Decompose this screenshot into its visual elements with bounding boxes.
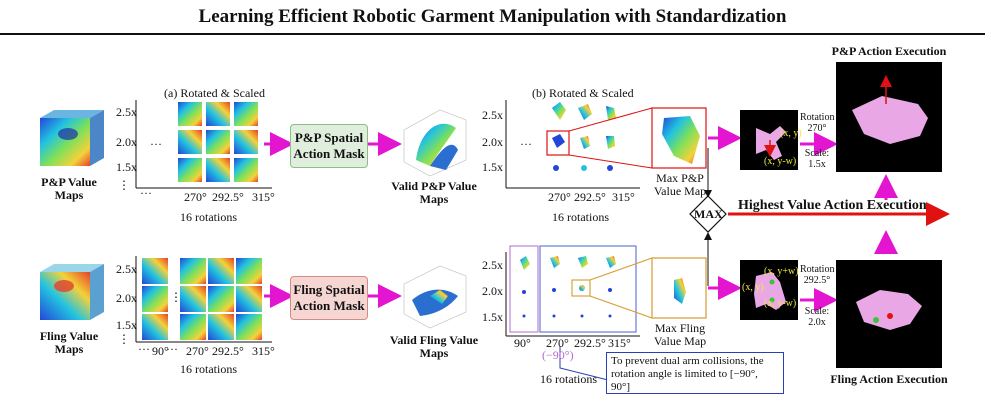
fling-xyw1-label: (x, y+w) (764, 266, 799, 277)
header: Learning Efficient Robotic Garment Manip… (0, 0, 985, 36)
pp-b-angle-270: 270° (548, 190, 571, 204)
pp-masked-axes (505, 100, 640, 189)
pp-angle-2925: 292.5° (212, 190, 244, 204)
pp-b-scale-25: 2.5x (482, 108, 503, 122)
title-rule (0, 33, 985, 35)
pp-scale-label: Scale:1.5x (804, 148, 830, 170)
pp-angle-315: 315° (252, 190, 275, 204)
fling-b-angle-315: 315° (608, 336, 631, 350)
zoom-line-bottom (568, 154, 653, 169)
pp-heatmap-grid (178, 102, 258, 182)
pp-b-angle-315: 315° (612, 190, 635, 204)
pp-vdots: ⋮ (118, 178, 130, 192)
valid-fling-surface (403, 265, 467, 329)
fling-angle-90: 90° (152, 344, 169, 358)
highest-label: Highest Value Action Execution (738, 198, 927, 213)
zoom-line-fling-bottom (589, 295, 653, 319)
fling-cloth (754, 272, 786, 310)
fling-b-angle-270: 270° (546, 336, 569, 350)
fling-masked-grid (520, 256, 616, 318)
fling-angle-315: 315° (252, 344, 275, 358)
fling-masked-axes (505, 252, 640, 337)
max-label: MAX (694, 207, 723, 221)
pp-cloth (756, 126, 786, 160)
max-pp-map-shape (662, 116, 700, 164)
fling-b-scale-25: 2.5x (482, 258, 503, 272)
pp-scale-20: 2.0x (116, 135, 137, 149)
pp-exec-title: P&P Action Execution (831, 44, 947, 58)
fling-b-scale-15: 1.5x (482, 310, 503, 324)
fling-exec-title: Fling Action Execution (830, 372, 948, 386)
fling-grid-axes (135, 256, 272, 343)
pp-b-scale-15: 1.5x (482, 160, 503, 174)
pp-xyw-label: (x, y-w) (764, 156, 797, 167)
max-pp-map-label: Max P&P Value Map (653, 171, 707, 198)
pp-rotations: 16 rotations (180, 210, 237, 224)
pp-rotated-scaled-b: (b) Rotated & Scaled (532, 86, 634, 100)
pp-b-angle-2925: 292.5° (574, 190, 606, 204)
pp-scale-15: 1.5x (116, 160, 137, 174)
fling-rotations: 16 rotations (180, 362, 237, 376)
fling-value-cube (40, 264, 104, 320)
fling-col-270-box (539, 245, 637, 333)
fling-angle-2925: 292.5° (212, 344, 244, 358)
pp-value-cube (40, 110, 104, 166)
fling-scale-15: 1.5x (116, 318, 137, 332)
fling-xyw2-label: (x, y-w) (764, 298, 797, 309)
pp-b-scale-20: 2.0x (482, 135, 503, 149)
max-fling-map-shape (674, 278, 686, 304)
valid-pp-surface (403, 109, 467, 177)
fling-scale-20: 2.0x (116, 291, 137, 305)
fling-xy-label: (x, y) (742, 282, 764, 293)
fling-b-angle-90: 90° (514, 336, 531, 350)
fling-value-maps-label: Fling Value Maps (39, 329, 99, 356)
valid-fling-label: Valid Fling Value Maps (389, 333, 479, 360)
pp-masked-grid (546, 102, 616, 171)
pp-ellipsis: ··· (150, 137, 162, 151)
fling-scale-label: Scale:2.0x (804, 306, 830, 328)
page-title: Learning Efficient Robotic Garment Manip… (198, 6, 787, 27)
pp-scale-25: 2.5x (116, 105, 137, 119)
fling-col-90-box (509, 245, 539, 333)
fling-vdots: ⋮ (118, 332, 130, 346)
fling-b-rotations: 16 rotations (540, 372, 597, 386)
fling-b-angle-2925: 292.5° (574, 336, 606, 350)
zoom-line-top (568, 107, 653, 132)
fling-col-dots: ⋮ (170, 290, 182, 304)
fling-x-ellipsis1: ··· (138, 342, 150, 356)
fling-scale-25: 2.5x (116, 262, 137, 276)
pp-value-maps-label: P&P Value Maps (41, 175, 97, 202)
fling-mask-box: Fling Spatial Action Mask (290, 276, 368, 320)
fling-b-scale-20: 2.0x (482, 284, 503, 298)
fling-exec-cloth (856, 290, 922, 330)
pp-rotated-scaled-label: (a) Rotated & Scaled (164, 86, 265, 100)
zoom-line-fling-top (589, 257, 653, 281)
pp-mask-box: P&P Spatial Action Mask (290, 124, 368, 168)
fling-b-neg90: (−90°) (542, 348, 574, 362)
pp-b-rotations: 16 rotations (552, 210, 609, 224)
pp-x-ellipsis: ··· (140, 186, 152, 200)
pp-grid-axes (135, 100, 272, 189)
fling-x-ellipsis2: ··· (166, 342, 178, 356)
pp-angle-270: 270° (184, 190, 207, 204)
collision-note: To prevent dual arm collisions, the rota… (606, 352, 784, 394)
fling-angle-270: 270° (186, 344, 209, 358)
max-fling-map-label: Max Fling Value Map (653, 321, 707, 348)
max-diamond (689, 195, 727, 233)
fling-heatmap-grid (142, 258, 262, 340)
pp-exec-cloth (852, 96, 928, 144)
note-connector (559, 346, 609, 381)
valid-pp-label: Valid P&P Value Maps (391, 179, 477, 206)
pp-b-ellipsis: ··· (520, 137, 532, 151)
pp-xy-label: (x, y) (780, 128, 802, 139)
